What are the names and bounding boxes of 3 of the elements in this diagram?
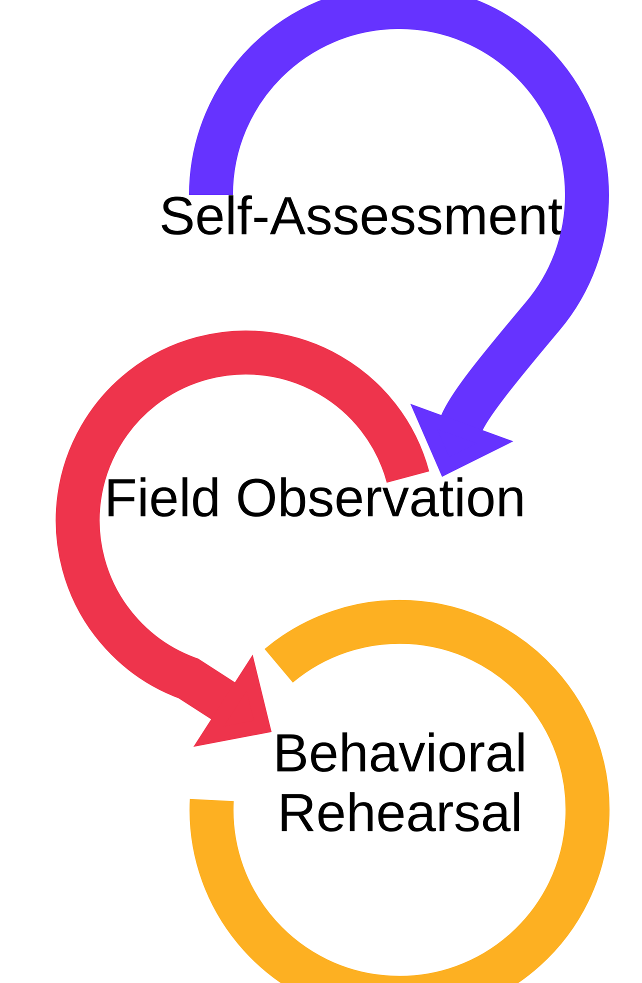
step-label: Behavioral Rehearsal [277, 732, 524, 832]
step-label: Field Observation [108, 477, 522, 517]
step-label: Self-Assessment [162, 195, 562, 235]
